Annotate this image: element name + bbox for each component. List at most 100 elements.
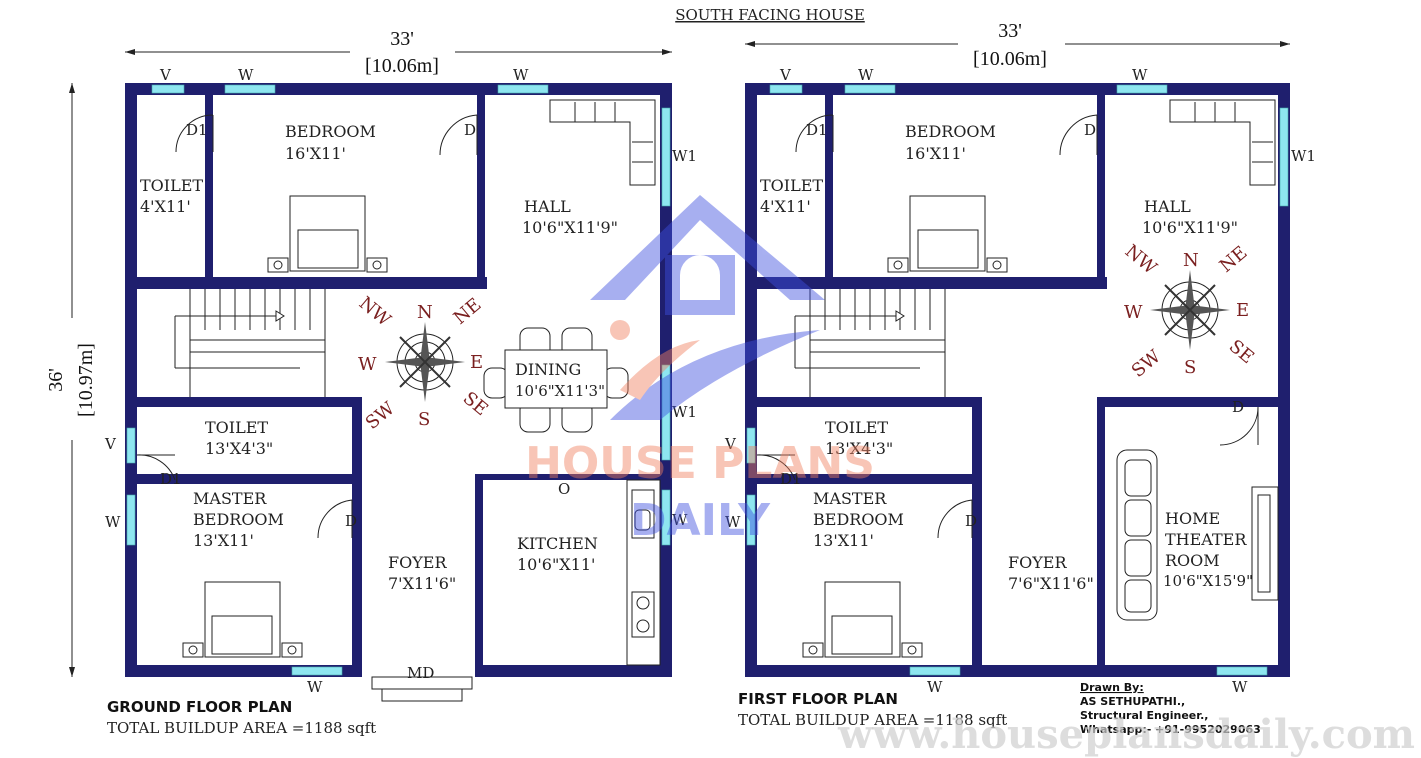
ff-label-d: D — [1084, 121, 1096, 139]
credits-drawn-by: Drawn By: — [1080, 681, 1144, 694]
ground-width-m: [10.06m] — [365, 55, 439, 77]
ground-floor-caption: GROUND FLOOR PLAN — [107, 698, 292, 716]
ff-label-d1-mid: D1 — [780, 470, 802, 488]
gf-toilet-top-size: 4'X11' — [140, 197, 191, 216]
gf-label-w-kitchen: W — [672, 511, 688, 529]
drawing-title: SOUTH FACING HOUSE — [675, 6, 865, 24]
ff-toilet-top-label: TOILET — [760, 176, 823, 195]
gf-compass-w: W — [358, 354, 377, 375]
first-width-m: [10.06m] — [973, 48, 1047, 70]
gf-toilet-mid-size: 13'X4'3" — [205, 439, 273, 458]
depth-ft: 36' — [45, 368, 67, 392]
watermark-brand-line1: HOUSE PLANS — [525, 438, 875, 489]
ff-label-w1-hall: W1 — [1291, 147, 1316, 165]
ff-foyer-label: FOYER — [1008, 553, 1067, 572]
ff-compass-n: N — [1183, 250, 1199, 271]
ff-label-w-left: W — [725, 513, 741, 531]
gf-label-w-left: W — [105, 513, 121, 531]
gf-label-o: O — [558, 480, 570, 498]
first-hall-sofa — [1169, 99, 1276, 186]
ff-label-v1: V — [779, 66, 792, 84]
ff-master-label-1: MASTER — [813, 489, 887, 508]
first-floor-area: TOTAL BUILDUP AREA =1188 sqft — [738, 711, 1007, 729]
gf-master-label-1: MASTER — [193, 489, 267, 508]
gf-label-w-bottom: W — [307, 678, 323, 696]
gf-compass-s: S — [418, 409, 430, 430]
gf-foyer-label: FOYER — [388, 553, 447, 572]
depth-m: [10.97m] — [75, 343, 97, 417]
gf-hall-size: 10'6"X11'9" — [522, 218, 618, 237]
credits-phone: Whatsapp:- +91-9952029063 — [1080, 723, 1261, 736]
watermark-brand-line2: DAILY — [630, 495, 771, 546]
ground-staircase — [174, 289, 326, 397]
ff-compass-w: W — [1124, 302, 1143, 323]
ff-label-w-bottom2: W — [1232, 678, 1248, 696]
ground-master-bed — [182, 581, 303, 658]
gf-compass-ne: NE — [450, 294, 486, 329]
home-theater-sofa — [1116, 449, 1158, 621]
first-floor-caption: FIRST FLOOR PLAN — [738, 690, 898, 708]
ff-master-label-2: BEDROOM — [813, 510, 904, 529]
gf-label-w1: W — [238, 66, 254, 84]
gf-label-w1-hall: W1 — [672, 147, 697, 165]
gf-label-d1-mid: D1 — [160, 470, 182, 488]
ff-label-d1: D1 — [806, 121, 828, 139]
first-width-ft: 33' — [998, 20, 1022, 42]
ff-master-size: 13'X11' — [813, 531, 874, 550]
gf-dining-size: 10'6"X11'3" — [515, 382, 605, 400]
ff-bedroom-size: 16'X11' — [905, 144, 966, 163]
credits-name: AS SETHUPATHI., — [1080, 695, 1185, 708]
gf-label-md: MD — [407, 664, 434, 682]
first-windows — [746, 84, 1289, 676]
gf-master-label-2: BEDROOM — [193, 510, 284, 529]
ground-bedroom-bed — [267, 195, 388, 273]
gf-label-v1: V — [159, 66, 172, 84]
ff-bedroom-label: BEDROOM — [905, 122, 996, 141]
gf-toilet-top-label: TOILET — [140, 176, 203, 195]
gf-foyer-size: 7'X11'6" — [388, 574, 456, 593]
first-width-dimension: 33' [10.06m] — [745, 20, 1290, 70]
ff-compass-s: S — [1184, 357, 1196, 378]
gf-dining-label: DINING — [515, 360, 581, 379]
gf-kitchen-size: 10'6"X11' — [517, 555, 595, 574]
ground-floor-area: TOTAL BUILDUP AREA =1188 sqft — [107, 719, 376, 737]
ff-home-size: 10'6"X15'9" — [1163, 572, 1253, 590]
credits-role: Structural Engineer., — [1080, 709, 1208, 722]
ff-label-d-home: D — [1232, 398, 1244, 416]
ff-foyer-size: 7'6"X11'6" — [1008, 574, 1094, 593]
ff-home-label-3: ROOM — [1165, 551, 1220, 570]
ff-label-v-left: V — [724, 435, 737, 453]
gf-master-size: 13'X11' — [193, 531, 254, 550]
ff-label-w2: W — [1132, 66, 1148, 84]
ground-compass-rose — [385, 322, 465, 402]
ff-compass-nw: NW — [1121, 241, 1161, 279]
ground-doors — [136, 114, 478, 539]
ff-label-d-master: D — [965, 512, 977, 530]
gf-label-w2: W — [513, 66, 529, 84]
ff-compass-sw: SW — [1128, 346, 1165, 382]
gf-compass-n: N — [417, 302, 433, 323]
ff-toilet-top-size: 4'X11' — [760, 197, 811, 216]
first-staircase — [794, 289, 946, 397]
gf-label-d-master: D — [345, 512, 357, 530]
ff-compass-e: E — [1236, 300, 1249, 321]
gf-bedroom-label: BEDROOM — [285, 122, 376, 141]
gf-label-d: D — [464, 121, 476, 139]
first-master-bed — [802, 581, 923, 658]
ground-width-ft: 33' — [390, 28, 414, 50]
ground-floor-plan: 33' [10.06m] 36' [10.97m] — [45, 28, 697, 737]
gf-label-v-left: V — [104, 435, 117, 453]
credits-block: Drawn By: AS SETHUPATHI., Structural Eng… — [1080, 681, 1261, 736]
gf-label-w1-dining: W1 — [672, 403, 697, 421]
ff-label-w-bottom1: W — [927, 678, 943, 696]
ff-toilet-mid-size: 13'X4'3" — [825, 439, 893, 458]
gf-kitchen-label: KITCHEN — [517, 534, 598, 553]
first-bedroom-bed — [887, 195, 1008, 273]
ground-width-dimension: 33' [10.06m] — [125, 28, 672, 77]
ff-toilet-mid-label: TOILET — [825, 418, 888, 437]
ground-windows — [126, 84, 671, 676]
watermark-logo: HOUSE PLANS DAILY — [525, 195, 875, 546]
ff-home-label-1: HOME — [1165, 509, 1220, 528]
gf-compass-sw: SW — [362, 398, 399, 434]
